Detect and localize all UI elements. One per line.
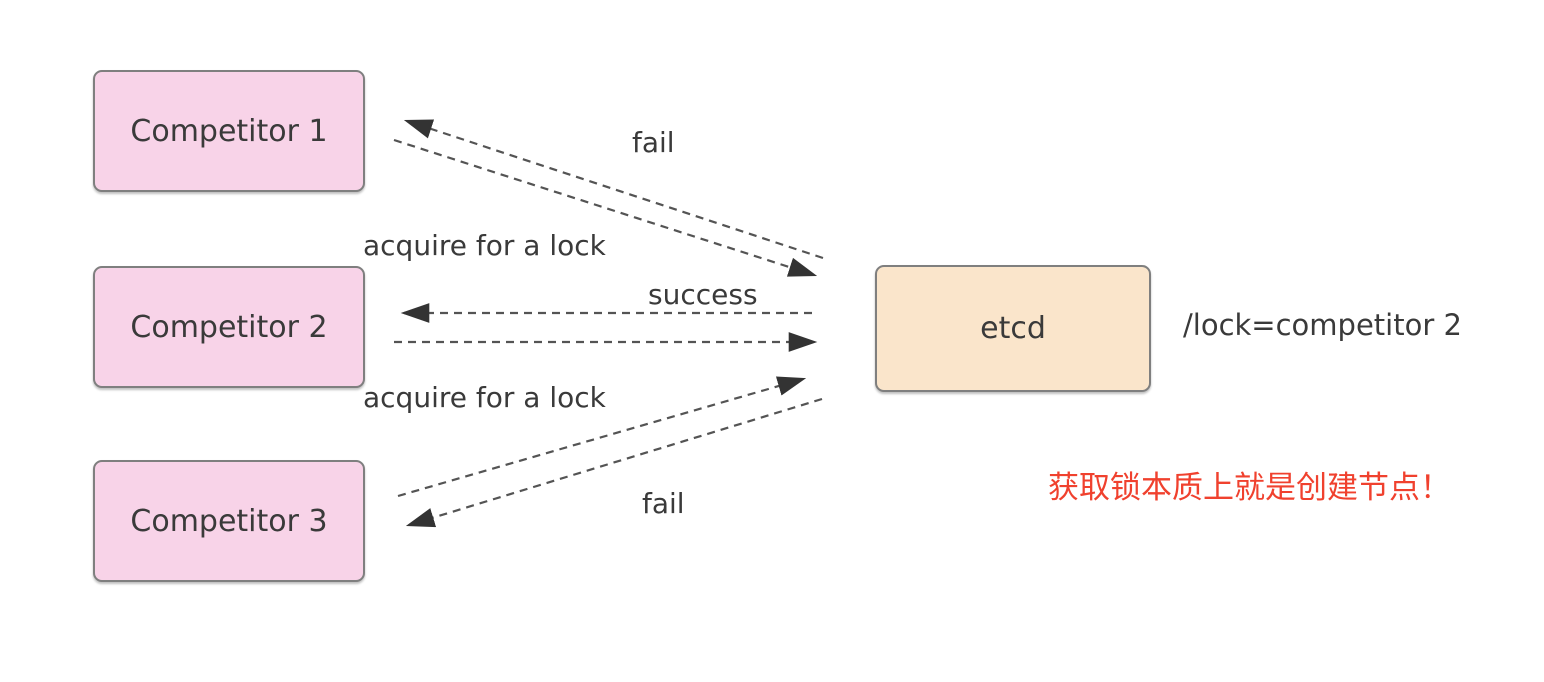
- edge-label-acquire-competitor3: acquire for a lock: [363, 381, 606, 414]
- node-competitor-2-label: Competitor 2: [130, 309, 328, 345]
- node-competitor-2: Competitor 2: [93, 266, 365, 388]
- edge-label-acquire-competitor1: acquire for a lock: [363, 229, 606, 262]
- edge-etcd-to-competitor3-fail: [405, 397, 823, 528]
- node-etcd: etcd: [875, 265, 1151, 392]
- node-competitor-1-label: Competitor 1: [130, 113, 328, 149]
- node-competitor-1: Competitor 1: [93, 70, 365, 192]
- lock-key-value-text: /lock=competitor 2: [1183, 308, 1462, 342]
- edge-etcd-to-competitor1-fail: [403, 119, 824, 260]
- edge-competitor3-to-etcd-request: [397, 376, 807, 498]
- red-note-text: 获取锁本质上就是创建节点！: [1048, 470, 1451, 506]
- edge-label-fail-competitor1: fail: [632, 126, 675, 159]
- edge-label-fail-competitor3: fail: [642, 487, 685, 520]
- edge-competitor1-to-etcd-request: [393, 138, 818, 277]
- node-competitor-3: Competitor 3: [93, 460, 365, 582]
- node-competitor-3-label: Competitor 3: [130, 503, 328, 539]
- edge-label-success-competitor2: success: [648, 278, 758, 311]
- node-etcd-label: etcd: [980, 311, 1046, 346]
